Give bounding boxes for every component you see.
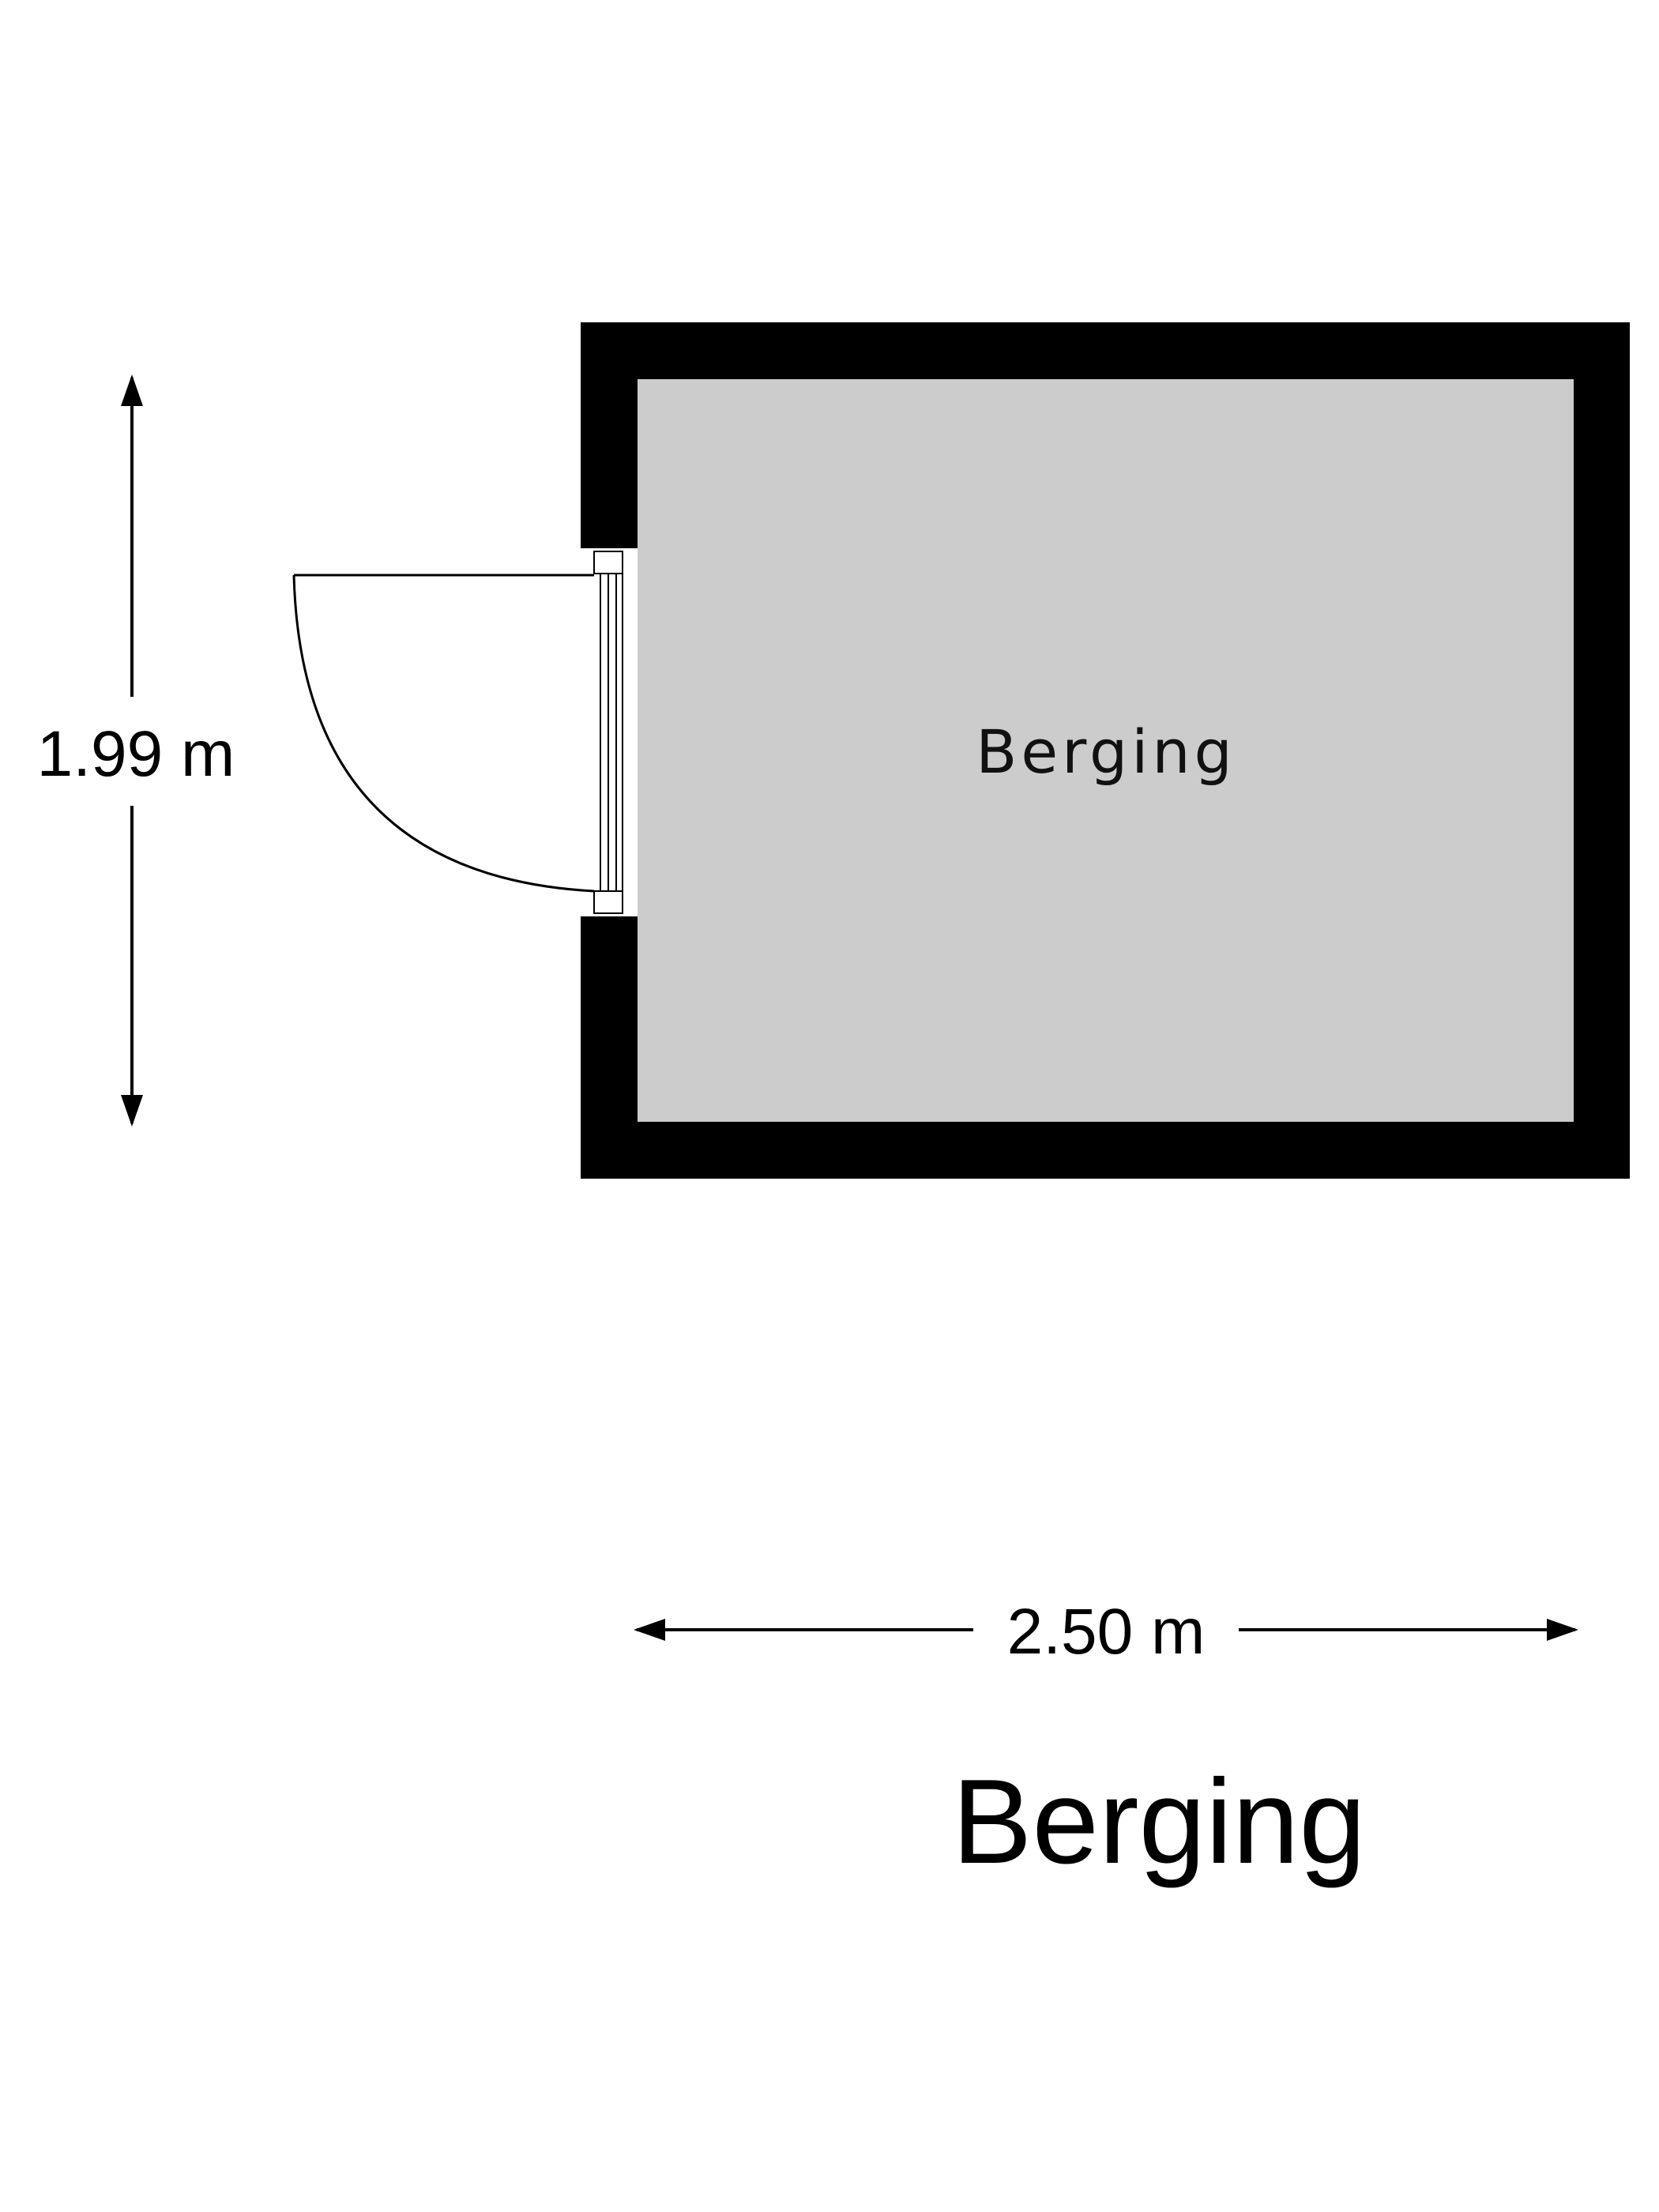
door-opening-threshold	[624, 548, 638, 916]
wall-right	[1574, 322, 1630, 1179]
wall-left-lower	[581, 916, 638, 1179]
room-floor	[638, 379, 1574, 1122]
height-dimension-label: 1.99 m	[37, 718, 235, 790]
wall-bottom	[581, 1122, 1630, 1179]
width-dimension-label: 2.50 m	[1007, 1596, 1206, 1668]
wall-left-upper	[581, 322, 638, 548]
plan-title: Berging	[952, 1755, 1366, 1889]
door-frame	[593, 551, 623, 914]
door-swing-arc	[292, 574, 595, 893]
room-label: Berging	[976, 717, 1236, 787]
height-dimension: 1.99 m	[37, 374, 235, 1127]
door-swing	[292, 574, 595, 893]
width-dimension: 2.50 m	[634, 1596, 1578, 1668]
walls	[581, 322, 1630, 1179]
wall-top	[581, 322, 1630, 379]
